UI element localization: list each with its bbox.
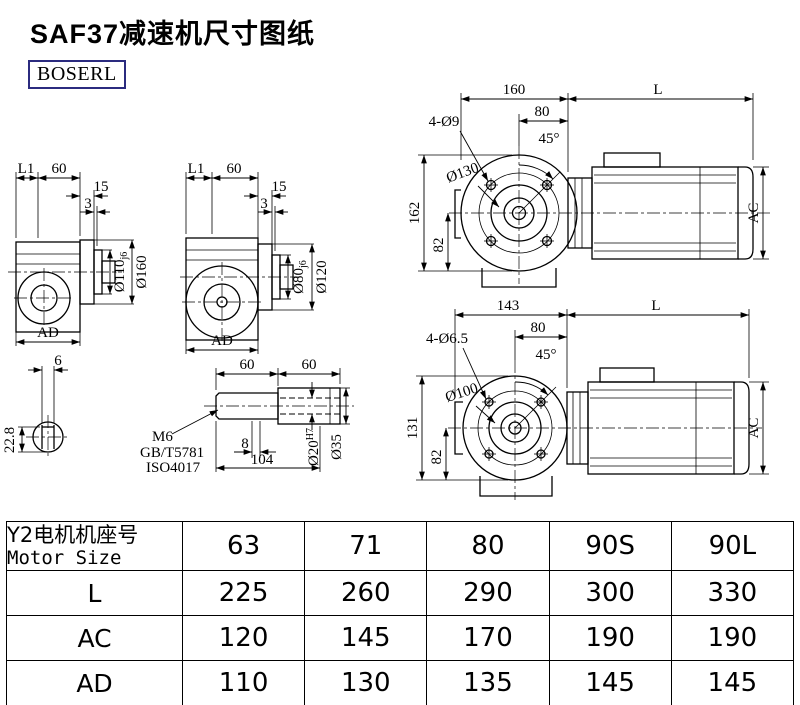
dim-60b-label: 60 bbox=[302, 357, 317, 373]
dim-ad-label: AD bbox=[211, 333, 233, 349]
table-cell: 145 bbox=[670, 660, 795, 705]
view-shaft-detail: 60 60 M6 GB/T5781 ISO4017 8 104 Ø20H7 Ø3… bbox=[140, 357, 354, 476]
motor-size-header: Y2电机机座号 Motor Size bbox=[6, 521, 183, 571]
dim-80-label: 80 bbox=[531, 320, 546, 336]
dim-160-label: 160 bbox=[503, 82, 526, 98]
dim-131-label: 131 bbox=[405, 417, 421, 440]
dia-spigot-label: Ø80j6 bbox=[291, 260, 309, 294]
dim-l1-label: L1 bbox=[188, 161, 205, 177]
page-title: SAF37减速机尺寸图纸 bbox=[30, 19, 316, 49]
table-cell: 190 bbox=[670, 615, 795, 661]
dim-AC-label: AC bbox=[746, 203, 762, 224]
table-cell: 300 bbox=[548, 570, 672, 616]
motor-size-label-cn: Y2电机机座号 bbox=[7, 523, 139, 547]
table-cell: 63 bbox=[181, 521, 306, 571]
angle-45-label: 45° bbox=[539, 131, 560, 147]
dia-bc-label: Ø130 bbox=[444, 160, 481, 186]
dim-3-label: 3 bbox=[260, 196, 268, 212]
technical-drawing: L1 60 15 3 Ø110j6 Ø160 AD bbox=[2, 82, 770, 500]
thread-label: M6 bbox=[152, 429, 173, 445]
dia-bore-label: Ø20H7 bbox=[305, 428, 322, 466]
table-cell: 80 bbox=[426, 521, 550, 571]
table-cell: 190 bbox=[548, 615, 672, 661]
dim-82-label: 82 bbox=[429, 450, 445, 465]
dim-82-label: 82 bbox=[431, 238, 447, 253]
brand-logo: BOSERL bbox=[28, 60, 126, 89]
row-label-AC: AC bbox=[6, 615, 183, 661]
motor-body bbox=[566, 367, 750, 475]
view-shaft-end: 6 22.8 bbox=[2, 353, 70, 459]
dim-l1-label: L1 bbox=[18, 161, 35, 177]
view-front-motor-bottom: 143 L 80 4-Ø6.5 45° Ø100 131 82 AC bbox=[405, 298, 769, 500]
table-row-AC: AC 120 145 170 190 190 bbox=[6, 615, 795, 661]
brand-text: BOSERL bbox=[37, 63, 117, 85]
dim-15-label: 15 bbox=[94, 179, 109, 195]
dia-flange-label: Ø120 bbox=[314, 260, 330, 293]
row-label-AD: AD bbox=[6, 660, 183, 705]
table-cell: 110 bbox=[181, 660, 306, 705]
angle-45-label: 45° bbox=[536, 347, 557, 363]
dim-6-label: 6 bbox=[54, 353, 62, 369]
bolt-holes bbox=[484, 178, 554, 248]
dia-outer-label: Ø35 bbox=[329, 434, 345, 460]
dim-L-label: L bbox=[653, 82, 662, 98]
table-cell: 145 bbox=[304, 615, 428, 661]
table-cell: 71 bbox=[304, 521, 428, 571]
dim-60a-label: 60 bbox=[240, 357, 255, 373]
table-cell: 225 bbox=[181, 570, 306, 616]
holes-label: 4-Ø9 bbox=[429, 114, 460, 130]
dim-143-label: 143 bbox=[497, 298, 520, 314]
dim-104-label: 104 bbox=[251, 452, 274, 468]
table-cell: 170 bbox=[426, 615, 550, 661]
dim-L-label: L bbox=[651, 298, 660, 314]
dim-162-label: 162 bbox=[407, 202, 423, 225]
dim-15-label: 15 bbox=[272, 179, 287, 195]
dim-3-label: 3 bbox=[84, 196, 92, 212]
motor-body bbox=[567, 152, 754, 260]
dim-60-label: 60 bbox=[52, 161, 67, 177]
dim-AC-label: AC bbox=[746, 418, 762, 439]
table-cell: 135 bbox=[426, 660, 550, 705]
table-cell: 290 bbox=[426, 570, 550, 616]
table-cell: 330 bbox=[670, 570, 795, 616]
table-cell: 260 bbox=[304, 570, 428, 616]
dia-spigot-label: Ø110j6 bbox=[112, 252, 130, 293]
table-cell: 90L bbox=[670, 521, 795, 571]
table-cell: 130 bbox=[304, 660, 428, 705]
table-cell: 120 bbox=[181, 615, 306, 661]
table-cell: 145 bbox=[548, 660, 672, 705]
view-front-motor-top: 160 L 80 4-Ø9 45° Ø130 162 82 AC bbox=[407, 82, 770, 288]
dim-ad-label: AD bbox=[37, 325, 59, 341]
table-cell: 90S bbox=[548, 521, 672, 571]
dim-80-label: 80 bbox=[535, 104, 550, 120]
dia-flange-label: Ø160 bbox=[134, 255, 150, 288]
holes-label: 4-Ø6.5 bbox=[426, 331, 468, 347]
table-row-AD: AD 110 130 135 145 145 bbox=[6, 660, 795, 705]
dim-8-label: 8 bbox=[241, 436, 249, 452]
dimension-table: Y2电机机座号 Motor Size 63 71 80 90S 90L L 22… bbox=[6, 521, 795, 705]
row-label-L: L bbox=[6, 570, 183, 616]
table-row-L: L 225 260 290 300 330 bbox=[6, 570, 795, 616]
dim-60-label: 60 bbox=[227, 161, 242, 177]
view-gearbox-side-large: L1 60 15 3 Ø80j6 Ø120 AD bbox=[180, 161, 330, 354]
view-gearbox-side-small: L1 60 15 3 Ø110j6 Ø160 AD bbox=[8, 161, 150, 346]
standard-gb-label: GB/T5781 bbox=[140, 445, 204, 461]
table-row-motor-size: Y2电机机座号 Motor Size 63 71 80 90S 90L bbox=[6, 521, 795, 571]
motor-size-label-en: Motor Size bbox=[7, 547, 122, 569]
standard-iso-label: ISO4017 bbox=[146, 460, 201, 476]
dim-22-8-label: 22.8 bbox=[2, 427, 18, 453]
